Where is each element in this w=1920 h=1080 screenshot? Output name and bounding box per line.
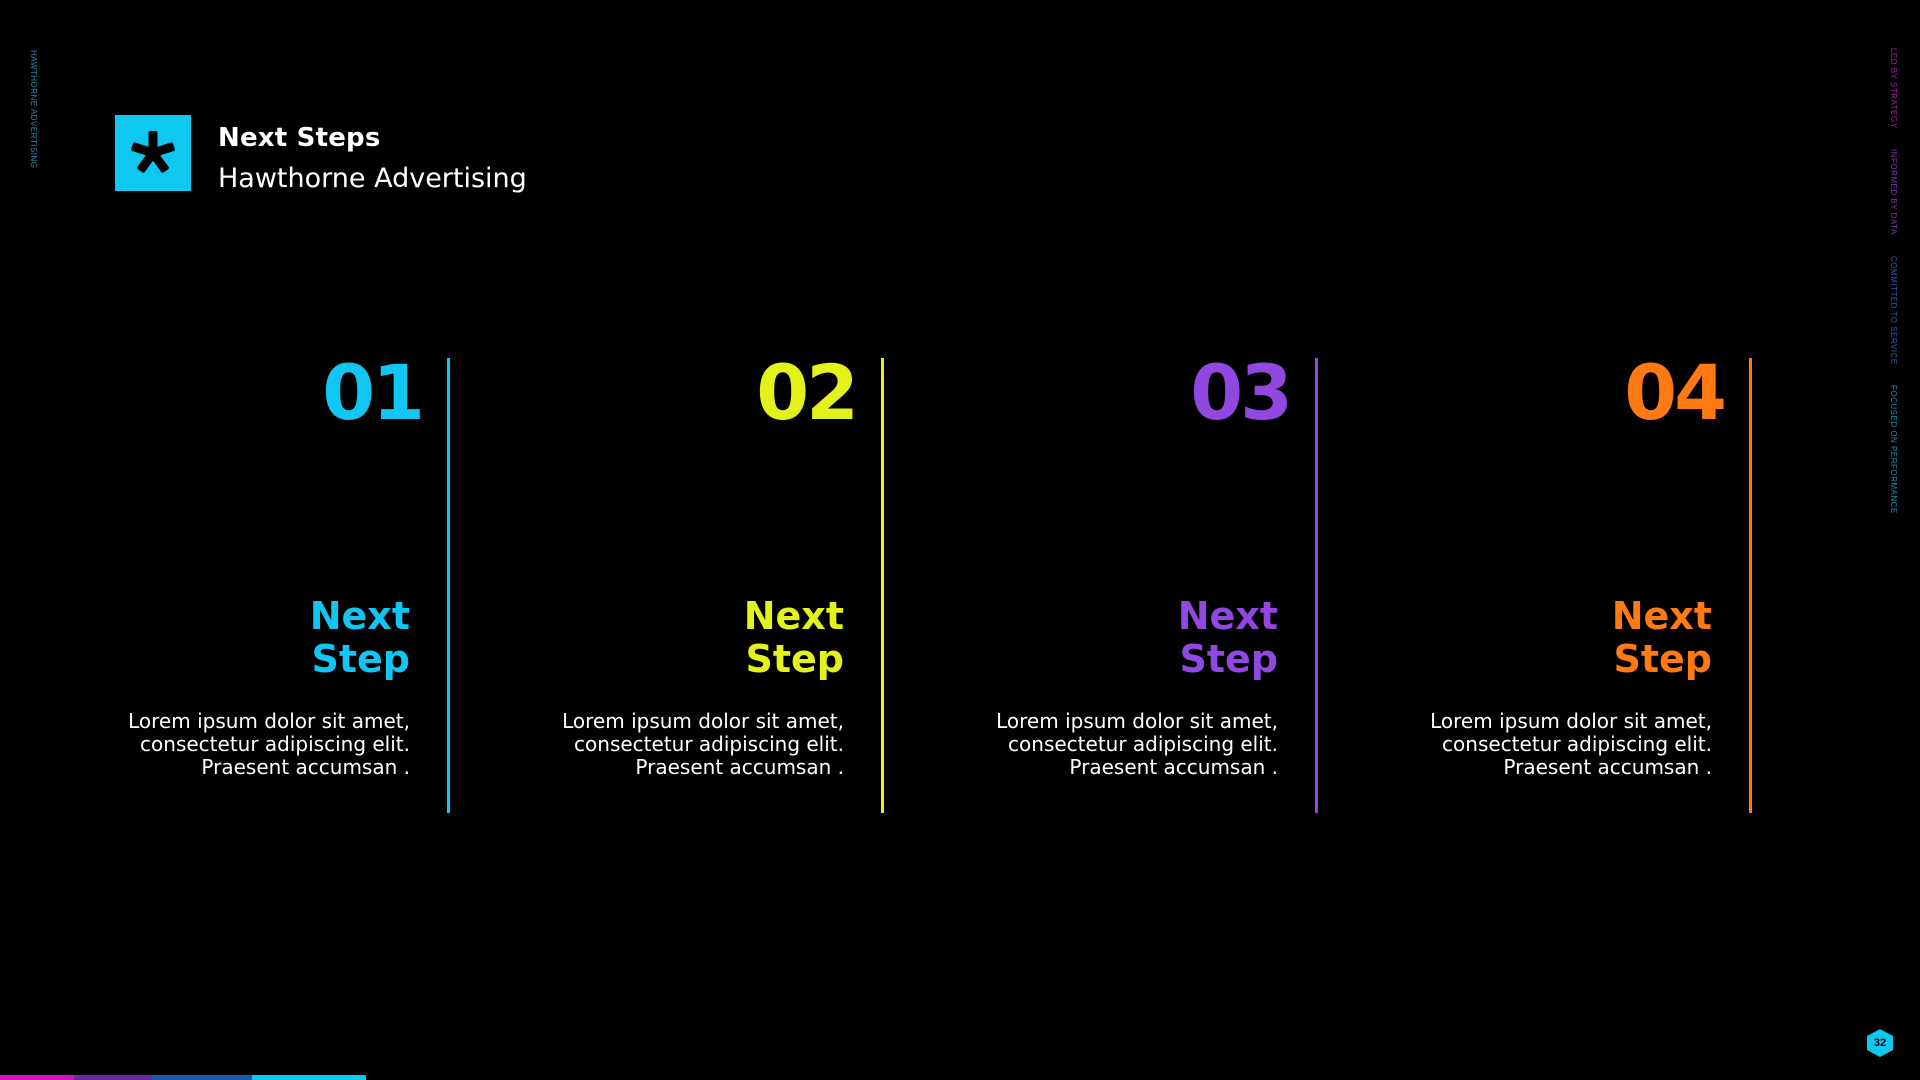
divider-line	[447, 358, 450, 813]
step-heading: Next Step	[584, 595, 844, 681]
step-heading-line2: Step	[1613, 637, 1712, 681]
divider-line	[1749, 358, 1752, 813]
step-description: Lorem ipsum dolor sit amet, consectetur …	[1430, 709, 1712, 779]
step-heading-line1: Next	[1177, 594, 1278, 638]
divider-line	[1315, 358, 1318, 813]
bar-segment-purple	[74, 1075, 152, 1080]
step-number: 01	[322, 348, 425, 437]
step-column-1: 01 Next Step Lorem ipsum dolor sit amet,…	[10, 355, 450, 815]
tagline-4: FOCUSED ON PERFORMANCE	[1889, 385, 1898, 515]
page-number: 32	[1873, 1037, 1887, 1049]
step-heading-line2: Step	[311, 637, 410, 681]
step-column-2: 02 Next Step Lorem ipsum dolor sit amet,…	[444, 355, 884, 815]
page-subtitle: Hawthorne Advertising	[218, 163, 527, 194]
bar-segment-cyan	[252, 1075, 366, 1080]
step-number: 02	[756, 348, 859, 437]
step-description: Lorem ipsum dolor sit amet, consectetur …	[128, 709, 410, 779]
tagline-2: INFORMED BY DATA	[1889, 149, 1898, 236]
step-column-4: 04 Next Step Lorem ipsum dolor sit amet,…	[1312, 355, 1752, 815]
step-heading-line2: Step	[745, 637, 844, 681]
step-description: Lorem ipsum dolor sit amet, consectetur …	[996, 709, 1278, 779]
side-taglines: LED BY STRATEGY INFORMED BY DATA COMMITT…	[1889, 48, 1898, 532]
page-number-badge: 32	[1866, 1028, 1894, 1058]
side-label-left: HAWTHORNE ADVERTISING	[29, 50, 38, 169]
step-heading-line2: Step	[1179, 637, 1278, 681]
step-heading: Next Step	[1452, 595, 1712, 681]
bar-segment-magenta	[0, 1075, 74, 1080]
logo	[115, 115, 191, 191]
tagline-1: LED BY STRATEGY	[1889, 48, 1898, 129]
bar-segment-blue	[152, 1075, 252, 1080]
step-heading-line1: Next	[743, 594, 844, 638]
step-number: 03	[1190, 348, 1293, 437]
step-heading: Next Step	[150, 595, 410, 681]
step-heading: Next Step	[1018, 595, 1278, 681]
page-title: Next Steps	[218, 123, 381, 153]
step-column-3: 03 Next Step Lorem ipsum dolor sit amet,…	[878, 355, 1318, 815]
asterisk-icon	[131, 131, 175, 173]
hexagon-icon	[1867, 1029, 1893, 1057]
step-heading-line1: Next	[1611, 594, 1712, 638]
step-description: Lorem ipsum dolor sit amet, consectetur …	[562, 709, 844, 779]
bottom-color-bar	[0, 1075, 366, 1080]
step-heading-line1: Next	[309, 594, 410, 638]
tagline-3: COMMITTED TO SERVICE	[1889, 255, 1898, 365]
divider-line	[881, 358, 884, 813]
step-number: 04	[1624, 348, 1727, 437]
